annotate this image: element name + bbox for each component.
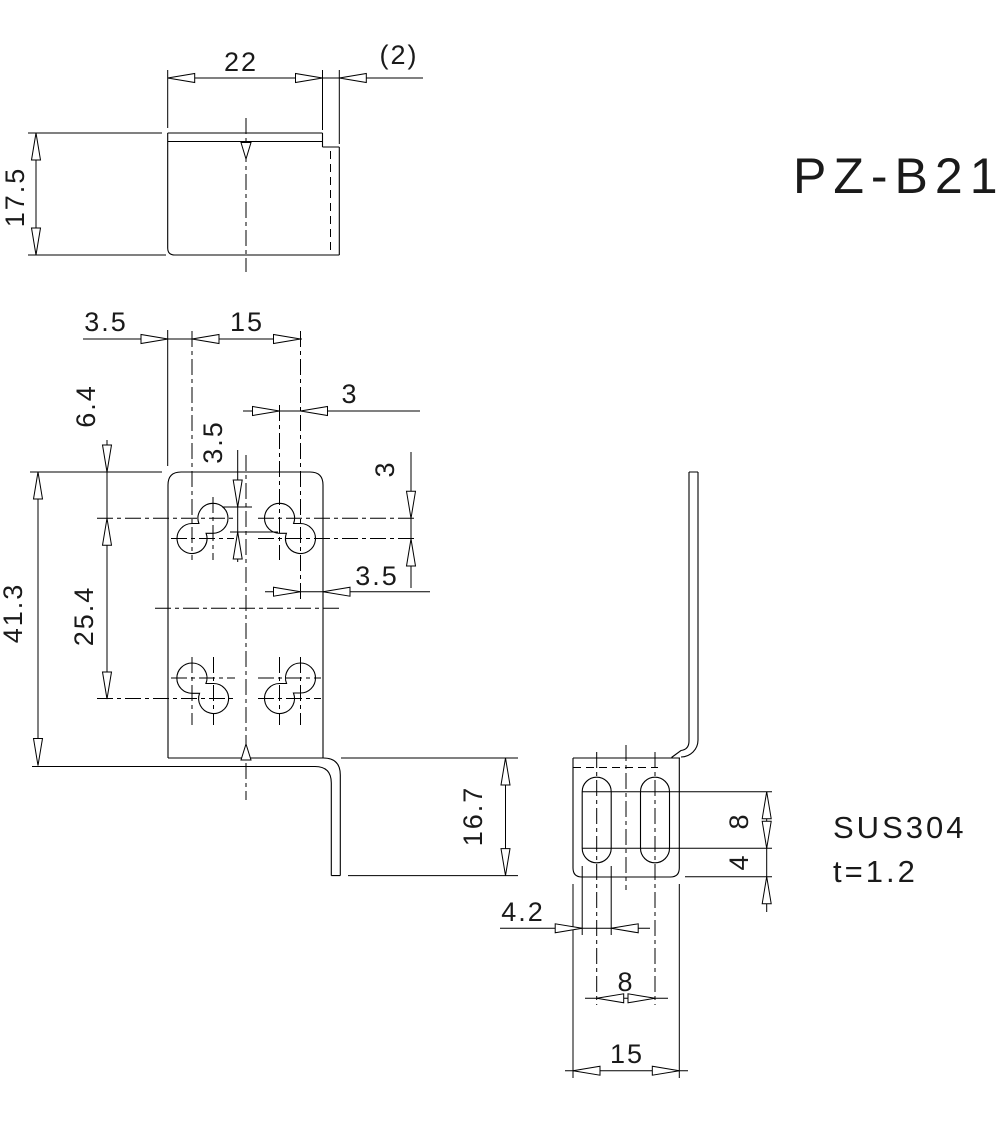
- dim-flange-length: 16.7: [458, 786, 488, 847]
- dim-hole-offset-x: 3: [341, 379, 358, 409]
- bend-direction-up-arrow: [240, 742, 252, 761]
- front-view: 3.5 15 6.4 3 3.5 3 41.3 25.4 3.5 16.7: [0, 307, 518, 877]
- material-note: SUS304: [833, 810, 966, 845]
- dim-row-pitch: 25.4: [69, 586, 99, 647]
- dim-top-side-tab: (2): [380, 40, 419, 70]
- dim-edge-to-hole: 3.5: [84, 307, 128, 337]
- part-number: PZ-B21: [793, 148, 1000, 204]
- dim-slot-pitch: 8: [617, 967, 634, 997]
- slot-center-lines: [596, 745, 656, 1005]
- thickness-note: t=1.2: [833, 854, 918, 889]
- dim-hole-step: 3.5: [198, 420, 228, 464]
- dim-slot-width: 4.2: [501, 897, 545, 927]
- dim-slot-length: 8: [724, 812, 754, 829]
- dim-hole-offset-y: 3: [370, 460, 400, 477]
- dim-slot-to-edge: 4: [724, 853, 754, 870]
- dim-flange-width: 15: [610, 1039, 644, 1069]
- dim-top-depth: 17.5: [0, 167, 30, 228]
- dim-hole-pitch-x: 15: [230, 307, 264, 337]
- clover-hole-top-right: [258, 331, 416, 600]
- title-block: PZ-B21 SUS304 t=1.2: [793, 148, 1000, 889]
- clover-hole-top-left: [97, 331, 234, 560]
- side-view: 4.2 8 15 8 4: [500, 471, 772, 1078]
- clover-hole-bottom-right: [258, 657, 321, 725]
- dim-top-to-hole: 6.4: [71, 384, 101, 428]
- bend-direction-down-arrow: [240, 142, 252, 161]
- top-view: 22 (2) 17.5: [0, 40, 423, 272]
- dim-top-width: 22: [224, 47, 258, 77]
- dim-height: 41.3: [0, 583, 28, 644]
- clover-hole-bottom-left: [97, 657, 235, 725]
- dim-hole-to-edge: 3.5: [355, 561, 399, 591]
